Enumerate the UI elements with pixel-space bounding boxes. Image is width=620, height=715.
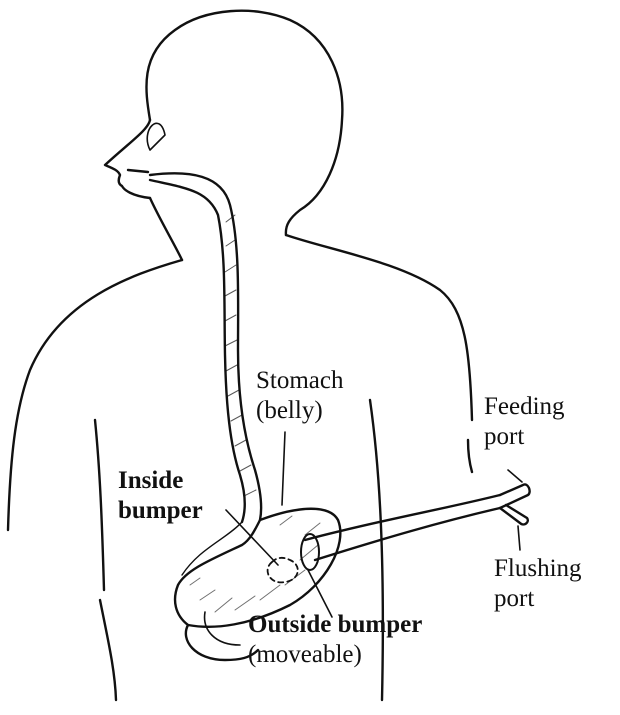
- ear: [147, 123, 165, 150]
- label-outside-bumper: Outside bumper (moveable): [248, 610, 422, 670]
- chin-neck-front: [150, 198, 182, 260]
- label-feeding-port-line1: Feeding: [484, 392, 565, 422]
- leader-feeding-port: [508, 470, 522, 482]
- label-feeding-port: Feeding port: [484, 392, 565, 452]
- left-torso: [100, 600, 116, 700]
- label-inside-bumper: Inside bumper: [118, 466, 203, 526]
- flushing-port-branch: [500, 505, 528, 524]
- leader-stomach: [282, 432, 285, 505]
- mouth: [128, 170, 148, 172]
- duodenum-inner: [205, 612, 240, 645]
- face-profile: [105, 120, 150, 198]
- leader-inside-bumper: [226, 510, 278, 565]
- left-arm-inner: [95, 420, 104, 590]
- feeding-port-branch: [500, 484, 530, 508]
- label-stomach: Stomach (belly): [256, 366, 344, 426]
- label-inside-bumper-line1: Inside: [118, 466, 203, 496]
- label-inside-bumper-line2: bumper: [118, 496, 203, 526]
- label-stomach-line1: Stomach: [256, 366, 344, 396]
- label-feeding-port-line2: port: [484, 422, 565, 452]
- leader-flushing-port: [518, 526, 520, 550]
- label-flushing-port-line1: Flushing: [494, 554, 582, 584]
- label-flushing-port-line2: port: [494, 584, 582, 614]
- label-flushing-port: Flushing port: [494, 554, 582, 614]
- right-arm-lower: [468, 440, 472, 472]
- head-outline: [146, 11, 342, 235]
- label-outside-bumper-line1: Outside bumper: [248, 610, 422, 640]
- label-outside-bumper-line2: (moveable): [248, 640, 422, 670]
- label-stomach-line2: (belly): [256, 396, 344, 426]
